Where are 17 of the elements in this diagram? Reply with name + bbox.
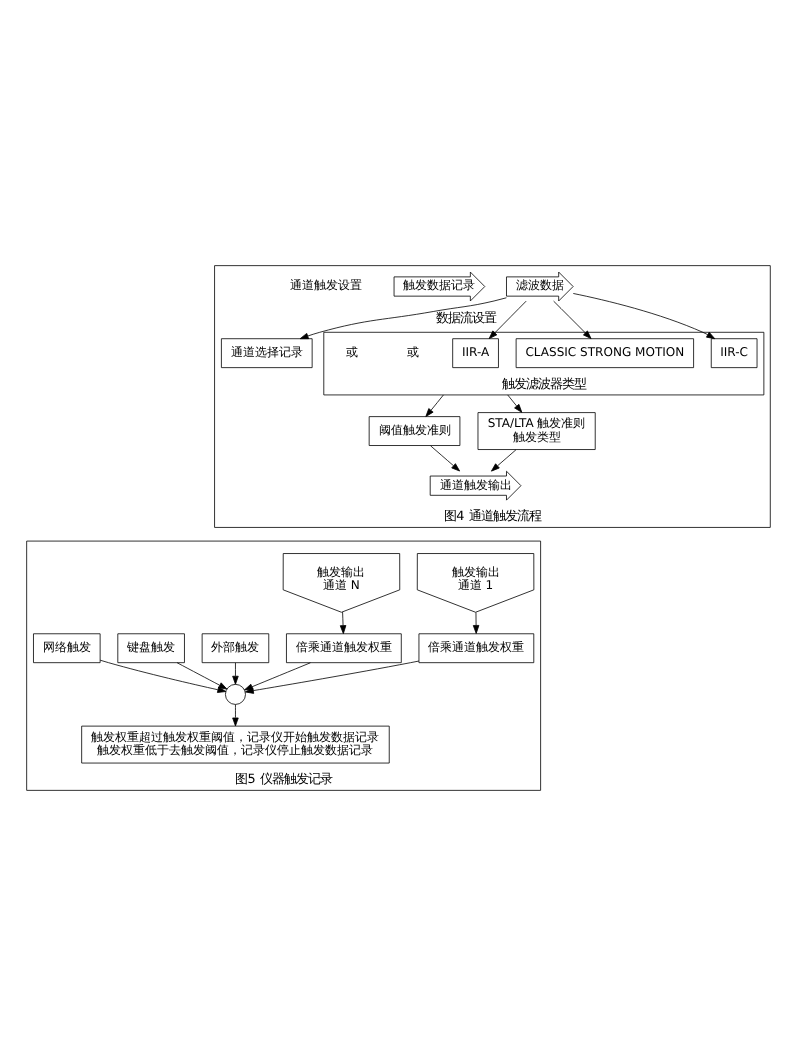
arrow: [507, 394, 523, 413]
arrow: [244, 662, 311, 691]
node-circle: [225, 683, 246, 705]
arrow: [553, 300, 592, 339]
arrow: [232, 704, 239, 727]
arrow: [491, 449, 517, 472]
arrow: [430, 445, 461, 472]
arrow: [472, 612, 480, 634]
arrow: [99, 659, 227, 693]
arrow: [572, 293, 716, 340]
arrow: [299, 297, 507, 340]
arrow: [425, 394, 444, 417]
arrow: [488, 300, 527, 339]
arrow: [176, 662, 228, 690]
arrow: [244, 660, 420, 694]
arrow: [232, 662, 239, 685]
arrow: [339, 611, 347, 635]
